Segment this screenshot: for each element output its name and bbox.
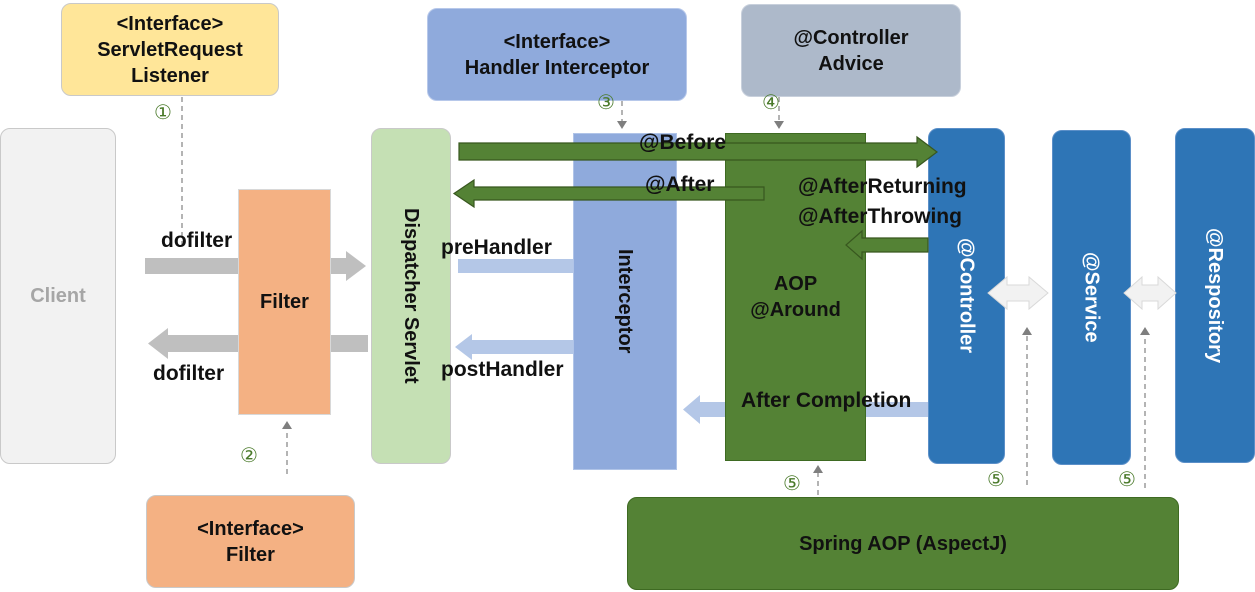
before-arrow — [458, 135, 938, 169]
ca-line-1: @Controller — [793, 26, 909, 49]
arrow-head-filter — [282, 421, 292, 429]
arrow-head-controller — [1022, 327, 1032, 335]
arrow-head-handler-interceptor — [617, 121, 627, 129]
spring-aop-label: Spring AOP (AspectJ) — [799, 532, 1007, 555]
repository-label: @Respository — [1204, 227, 1226, 364]
after-completion-label: After Completion — [741, 389, 912, 412]
after-returning-label: @AfterReturning — [798, 175, 967, 198]
hi-line-1: <Interface> — [503, 30, 611, 53]
dofilter-response-label: dofilter — [153, 362, 225, 385]
service-label: @Service — [1080, 252, 1103, 343]
servlet-request-listener-interface-box: <Interface> ServletRequest Listener — [61, 3, 279, 96]
after-arrow — [452, 178, 765, 209]
service-box: @Service — [1052, 130, 1131, 465]
step-marker-5-service: ⑤ — [1118, 467, 1136, 491]
step-marker-2: ② — [240, 443, 258, 467]
controller-advice-box: @Controller Advice — [741, 4, 961, 97]
service-repository-link-arrow — [1123, 275, 1177, 311]
pre-handler-arrow — [458, 253, 607, 279]
step-marker-5-controller: ⑤ — [987, 467, 1005, 491]
interceptor-label: Interceptor — [614, 249, 636, 354]
dispatcher-servlet-label: Dispatcher Servlet — [400, 208, 422, 384]
controller-service-link-arrow — [987, 275, 1049, 311]
arrow-head-controller-advice — [774, 121, 784, 129]
handler-interceptor-interface-box: <Interface> Handler Interceptor — [427, 8, 687, 101]
step-marker-3: ③ — [597, 90, 615, 114]
post-handler-label: postHandler — [441, 358, 564, 381]
dofilter-request-label: dofilter — [161, 229, 233, 252]
fi-line-2: Filter — [226, 543, 275, 566]
controller-label: @Controller — [955, 238, 978, 354]
after-label: @After — [645, 173, 715, 196]
hi-line-2: Handler Interceptor — [464, 56, 650, 79]
around-label: @Around — [750, 299, 841, 321]
client-box: Client — [0, 128, 116, 464]
after-throwing-label: @AfterThrowing — [798, 205, 962, 228]
repository-box: @Respository — [1175, 128, 1255, 463]
aop-label: AOP — [773, 273, 818, 295]
step-marker-4: ④ — [762, 90, 780, 114]
pre-handler-label: preHandler — [441, 236, 552, 259]
arrow-head-service — [1140, 327, 1150, 335]
srl-line-2: ServletRequest — [97, 38, 243, 61]
filter-box: Filter — [238, 189, 331, 415]
fi-line-1: <Interface> — [197, 517, 304, 540]
srl-line-1: <Interface> — [116, 12, 224, 35]
srl-line-3: Listener — [131, 64, 209, 87]
post-handler-arrow — [455, 334, 603, 360]
after-returning-arrow — [845, 229, 929, 261]
ca-line-2: Advice — [818, 52, 884, 75]
before-label: @Before — [639, 131, 726, 154]
step-marker-5-aop: ⑤ — [783, 471, 801, 495]
spring-aop-box: Spring AOP (AspectJ) — [627, 497, 1179, 590]
arrow-head-aop — [813, 465, 823, 473]
dispatcher-servlet-box: Dispatcher Servlet — [371, 128, 451, 464]
filter-label: Filter — [260, 291, 309, 313]
filter-interface-box: <Interface> Filter — [146, 495, 355, 588]
step-marker-1: ① — [154, 100, 172, 124]
client-label: Client — [30, 285, 86, 307]
